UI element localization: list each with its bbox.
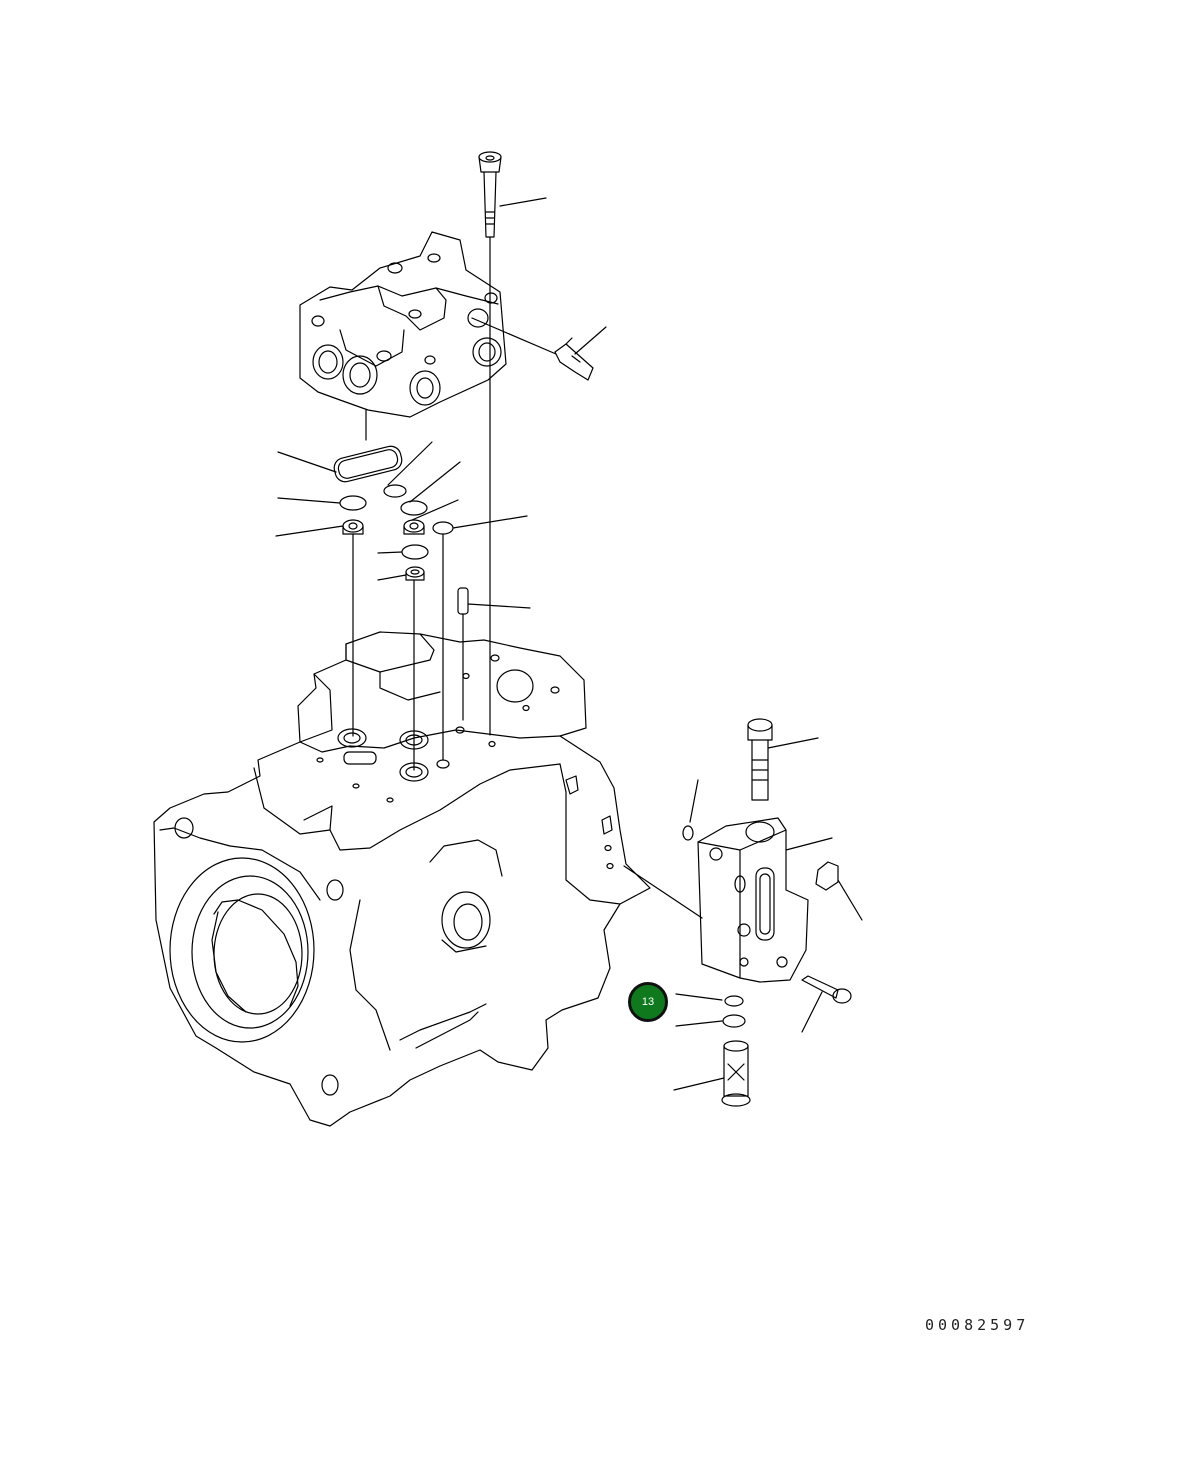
side-bolt (801, 975, 852, 1033)
seals-group (333, 445, 469, 771)
lower-seals (673, 993, 751, 1107)
leader-lines-upper (275, 197, 547, 609)
callout-13-badge[interactable]: 13 (628, 982, 668, 1022)
valve-block (299, 231, 507, 441)
pump-housing (153, 631, 703, 1127)
side-plug (471, 317, 607, 381)
side-valve-body (697, 817, 863, 983)
cartridge-valve (682, 718, 819, 841)
top-bolt (478, 151, 502, 736)
drawing-number: 00082597 (925, 1316, 1030, 1334)
